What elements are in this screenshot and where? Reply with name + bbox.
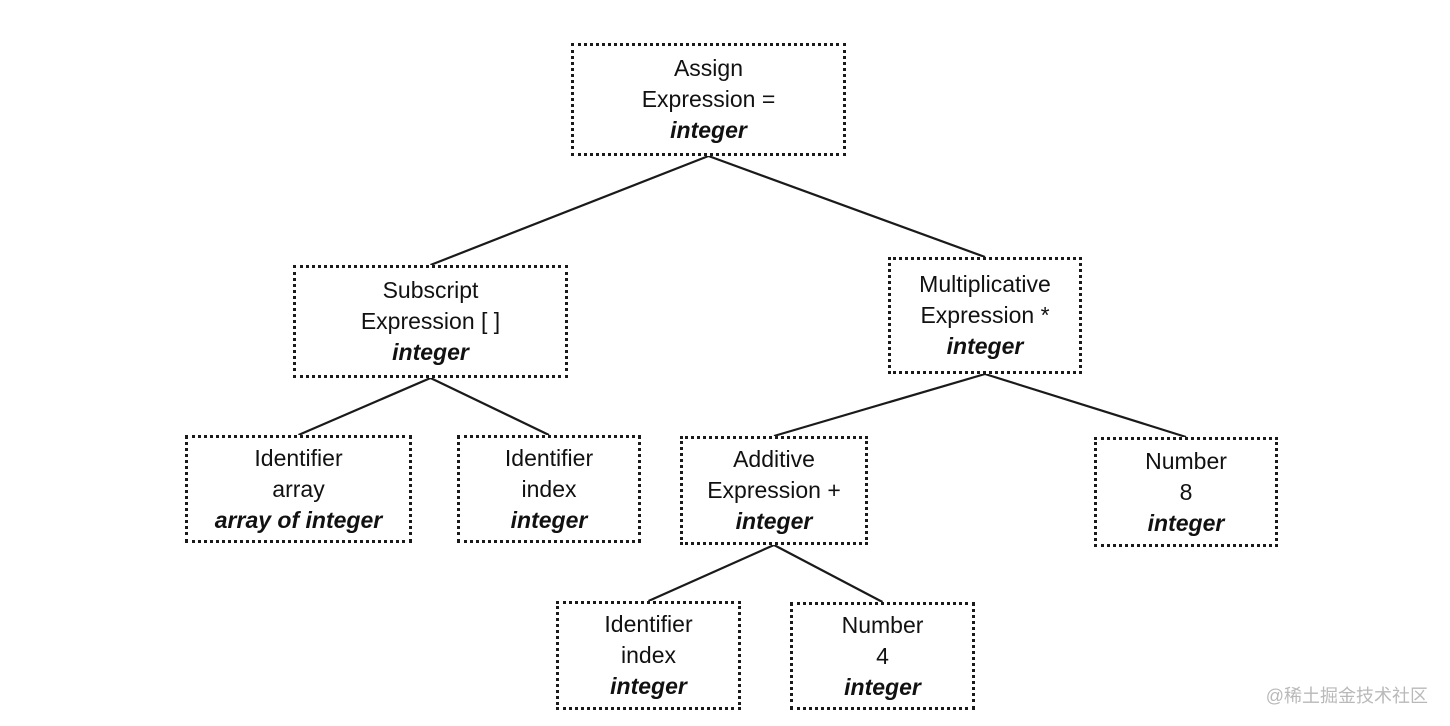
assign-expression-node: Assign Expression = integer	[571, 43, 846, 156]
node-label: index	[521, 475, 577, 502]
node-label: Assign	[673, 55, 744, 81]
node-type: integer	[1147, 509, 1225, 536]
node-label: Expression =	[641, 86, 776, 112]
multiplicative-expression-node: Multiplicative Expression * integer	[888, 257, 1082, 374]
edge-additive-to-ident_index_2	[648, 543, 775, 603]
node-type: integer	[844, 673, 921, 700]
node-type: array of integer	[214, 506, 383, 533]
edge-additive-to-number_4	[773, 544, 884, 603]
node-label: index	[621, 642, 676, 668]
node-type: integer	[510, 506, 588, 533]
number-4-node: Number 4 integer	[790, 602, 975, 710]
edge-multiplicative-to-additive	[773, 372, 986, 438]
node-type: integer	[610, 673, 687, 699]
node-label: Expression *	[920, 302, 1050, 328]
watermark-text: @稀土掘金技术社区	[1265, 686, 1428, 706]
additive-expression-node: Additive Expression + integer	[680, 436, 868, 545]
node-label: Identifier	[254, 444, 343, 471]
edge-assign-to-subscript	[430, 154, 709, 267]
node-label: Expression [ ]	[360, 308, 501, 334]
node-type: integer	[946, 333, 1024, 359]
node-label: Number	[841, 611, 924, 638]
node-label: 4	[876, 642, 889, 669]
identifier-index-node: Identifier index integer	[556, 601, 741, 710]
subscript-expression-node: Subscript Expression [ ] integer	[293, 265, 568, 378]
node-type: integer	[735, 508, 813, 534]
node-type: integer	[670, 117, 747, 143]
edge-subscript-to-ident_array	[298, 376, 431, 437]
identifier-index-node: Identifier index integer	[457, 435, 641, 543]
node-label: Identifier	[604, 611, 693, 637]
edge-assign-to-multiplicative	[708, 154, 986, 259]
node-label: Subscript	[382, 277, 479, 303]
node-label: Number	[1145, 447, 1227, 474]
edge-subscript-to-ident_index_1	[430, 377, 550, 436]
identifier-array-node: Identifier array array of integer	[185, 435, 412, 543]
node-label: array	[272, 475, 325, 502]
node-label: Multiplicative	[919, 271, 1051, 297]
edge-multiplicative-to-number_8	[984, 372, 1187, 439]
node-label: 8	[1179, 478, 1193, 505]
node-type: integer	[392, 339, 469, 365]
number-8-node: Number 8 integer	[1094, 437, 1278, 547]
node-label: Expression +	[707, 477, 841, 503]
node-label: Identifier	[504, 444, 594, 471]
node-label: Additive	[733, 446, 815, 472]
